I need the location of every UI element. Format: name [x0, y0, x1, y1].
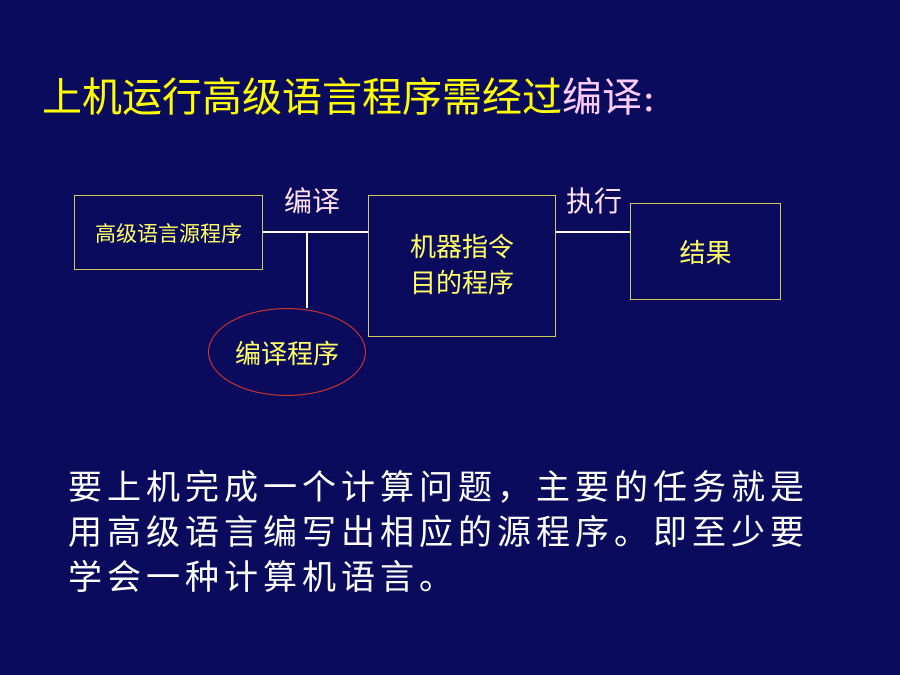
target-program-label-line2: 目的程序 — [409, 269, 514, 299]
body-line-2: 用高级语言编写出相应的源程序。即至少要 — [68, 513, 809, 553]
compiler-connector — [306, 232, 308, 308]
execute-label: 执行 — [566, 185, 623, 218]
compiler-ellipse: 编译程序 — [208, 308, 366, 396]
body-line-3: 学会一种计算机语言。 — [68, 558, 458, 598]
compile-label: 编译 — [284, 185, 341, 218]
result-box: 结果 — [630, 203, 781, 300]
source-program-label: 高级语言源程序 — [95, 221, 242, 246]
target-program-label-line1: 机器指令 — [409, 233, 514, 263]
body-line-1: 要上机完成一个计算问题，主要的任务就是 — [68, 468, 809, 508]
title-main: 上机运行高级语言程序需经过 — [42, 75, 562, 121]
target-program-box: 机器指令 目的程序 — [368, 195, 556, 337]
compiler-label: 编译程序 — [234, 339, 339, 370]
source-program-box: 高级语言源程序 — [74, 195, 263, 270]
body-paragraph: 要上机完成一个计算问题，主要的任务就是 用高级语言编写出相应的源程序。即至少要 … — [68, 466, 868, 601]
result-label: 结果 — [679, 239, 732, 269]
source-to-target-connector — [263, 231, 368, 233]
title-accent: 编译: — [562, 75, 656, 121]
slide-title: 上机运行高级语言程序需经过编译: — [42, 70, 655, 126]
target-to-result-connector — [556, 231, 630, 233]
